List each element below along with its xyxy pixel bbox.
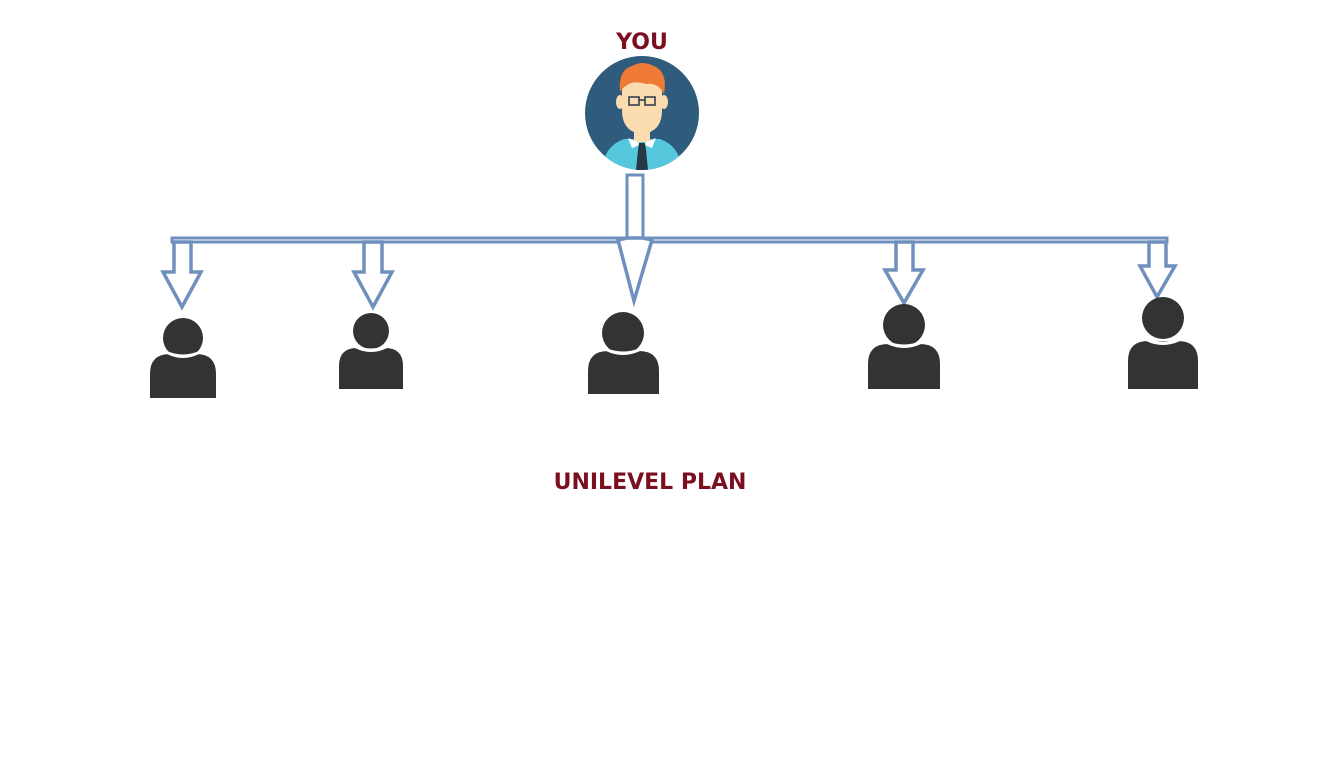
root-stem: [625, 173, 645, 241]
top-label-you: YOU: [616, 30, 668, 55]
downline-arrows: [160, 236, 1179, 311]
person-icon: [150, 318, 216, 398]
person-icon: [339, 313, 403, 389]
person-icon: [868, 304, 940, 389]
connector-lines: [170, 173, 1169, 244]
down-arrow-icon: [160, 240, 204, 311]
down-arrow-icon: [1137, 240, 1179, 301]
businessman-avatar-icon: [585, 56, 699, 170]
distribution-bar: [170, 236, 1169, 244]
person-icon: [588, 312, 659, 394]
down-arrow-icon: [881, 240, 927, 307]
person-icon: [1128, 297, 1198, 389]
down-arrow-icon: [351, 240, 395, 311]
down-arrow-icon: [615, 236, 655, 308]
diagram-caption: UNILEVEL PLAN: [553, 470, 747, 495]
